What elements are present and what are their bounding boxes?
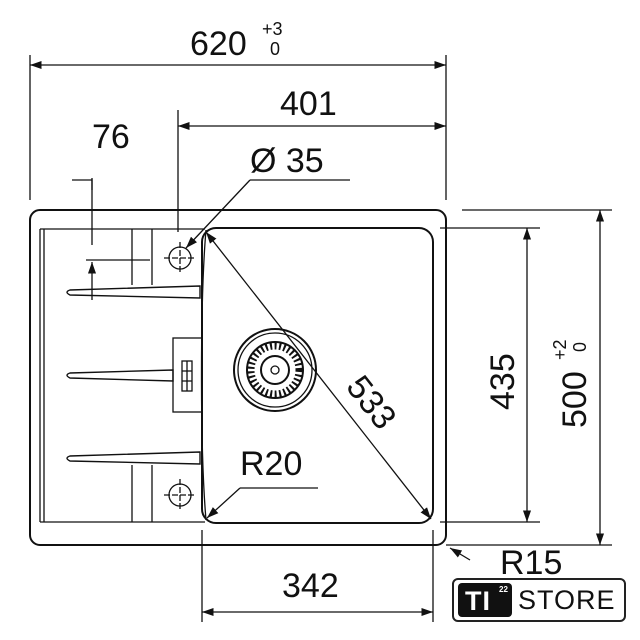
overflow-bracket <box>172 337 203 413</box>
leader-corner-radius <box>449 547 471 561</box>
tol-upper: +3 <box>262 19 283 39</box>
extension-lines-342 <box>201 530 434 622</box>
drainer-ribs <box>66 285 201 465</box>
extension-lines-76 <box>72 179 150 261</box>
leader-radius <box>206 487 241 519</box>
dim-overall-depth: 500 <box>556 371 594 428</box>
construction-lines <box>131 229 153 522</box>
dim-bowl-width: 342 <box>282 567 339 605</box>
sink-outline <box>29 209 447 546</box>
dim-bowl-diagonal: 533 <box>339 369 404 437</box>
dim-bowl-height: 435 <box>484 353 522 410</box>
bowl-outline <box>201 227 434 524</box>
logo-name: STORE <box>518 584 616 615</box>
tol-lower: 0 <box>570 342 590 352</box>
logo-mark: TI 22 <box>458 583 512 617</box>
drain-strainer-icon <box>233 328 317 412</box>
extension-lines-620 <box>29 55 447 200</box>
leader-tap-hole <box>185 179 251 249</box>
tol-upper: +2 <box>550 339 570 360</box>
dim-line-533 <box>205 231 432 520</box>
drainer-frame <box>39 228 205 523</box>
dim-drainer-offset: 76 <box>92 118 130 156</box>
tol-lower: 0 <box>270 39 280 59</box>
dim-tap-hole: Ø 35 <box>250 142 324 180</box>
dim-corner-radius: R15 <box>500 544 562 582</box>
logo-mark-text: TI <box>465 586 491 616</box>
tap-hole-icon <box>164 479 196 511</box>
dim-bowl-offset: 401 <box>280 85 337 123</box>
tap-hole-icon <box>164 242 196 274</box>
logo-superscript: 22 <box>499 585 508 594</box>
dim-overall-width: 620 <box>190 25 247 63</box>
dim-bowl-radius: R20 <box>240 445 302 483</box>
store-logo: TI 22 STORE <box>452 578 626 622</box>
extension-lines-right <box>440 209 612 546</box>
